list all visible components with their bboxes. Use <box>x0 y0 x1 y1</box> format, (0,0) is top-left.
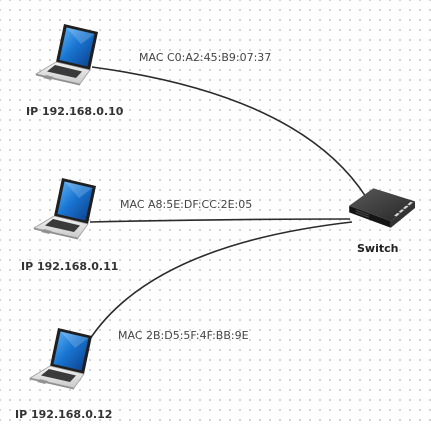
link-host-1-switch <box>91 66 367 198</box>
laptop-icon <box>29 327 93 390</box>
link-host-2-switch <box>89 218 351 223</box>
host-mac-label: MAC A8:5E:DF:CC:2E:05 <box>120 198 252 211</box>
switch-label: Switch <box>357 242 398 255</box>
host-ip-label: IP 192.168.0.12 <box>15 408 112 421</box>
switch-node[interactable]: Switch <box>348 187 416 255</box>
host-2[interactable]: IP 192.168.0.11 MAC A8:5E:DF:CC:2E:05 <box>21 177 252 273</box>
host-mac-label: MAC C0:A2:45:B9:07:37 <box>139 51 271 64</box>
host-mac-label: MAC 2B:D5:5F:4F:BB:9E <box>118 329 249 342</box>
host-ip-label: IP 192.168.0.10 <box>26 105 124 118</box>
host-3[interactable]: IP 192.168.0.12 MAC 2B:D5:5F:4F:BB:9E <box>15 327 249 421</box>
laptop-icon <box>33 177 97 240</box>
host-1[interactable]: IP 192.168.0.10 MAC C0:A2:45:B9:07:37 <box>26 23 271 118</box>
laptop-icon <box>35 23 99 86</box>
network-switch-icon <box>348 187 416 229</box>
host-ip-label: IP 192.168.0.11 <box>21 260 118 273</box>
link-host-3-switch <box>87 221 353 343</box>
